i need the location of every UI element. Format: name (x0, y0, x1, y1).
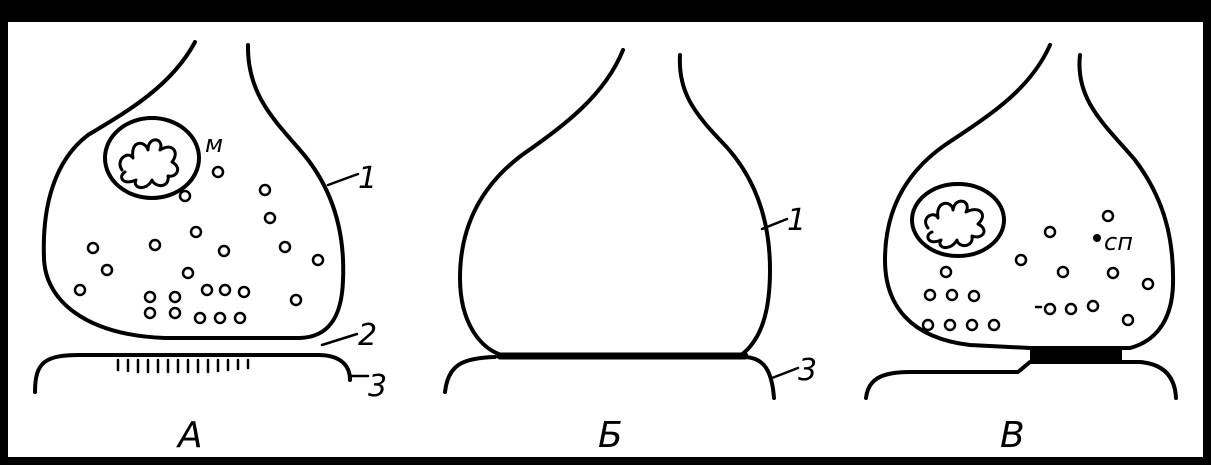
presynaptic-terminal-outline (883, 43, 1176, 350)
panel-c: сп В (864, 43, 1178, 456)
mitochondrion-cristae (924, 199, 986, 249)
marked-vesicle (1093, 234, 1101, 242)
vesicle-label: сп (1104, 228, 1133, 256)
postsynaptic-membrane (33, 353, 352, 394)
label-3: 3 (798, 353, 817, 388)
label-2: 2 (358, 318, 377, 353)
synaptic-contact-zone (1030, 348, 1122, 362)
leader-line-3 (770, 366, 800, 380)
panel-letter: В (1000, 415, 1025, 456)
mitochondrion-label: м (205, 130, 223, 158)
mitochondrion (910, 182, 1006, 258)
presynaptic-terminal-outline (41, 40, 346, 340)
receptor-ticks (116, 358, 250, 374)
label-1: 1 (358, 161, 377, 196)
leader-line-1 (326, 172, 360, 187)
postsynaptic-membrane (864, 360, 1178, 400)
leader-line-1 (760, 217, 789, 231)
panel-b: 1 3 Б (443, 48, 817, 456)
panel-letter: Б (598, 415, 623, 456)
label-3: 3 (368, 369, 387, 404)
synaptic-vesicles (73, 165, 325, 325)
mitochondrion-cristae (118, 138, 180, 189)
postsynaptic-membrane (443, 355, 776, 400)
panel-letter: А (176, 415, 203, 456)
mitochondrion (103, 116, 201, 200)
panel-a: м 1 2 3 А (33, 40, 387, 456)
label-1: 1 (787, 203, 806, 238)
leader-line-2 (320, 332, 359, 347)
synaptic-vesicles (921, 209, 1155, 332)
paper-background (8, 22, 1203, 457)
